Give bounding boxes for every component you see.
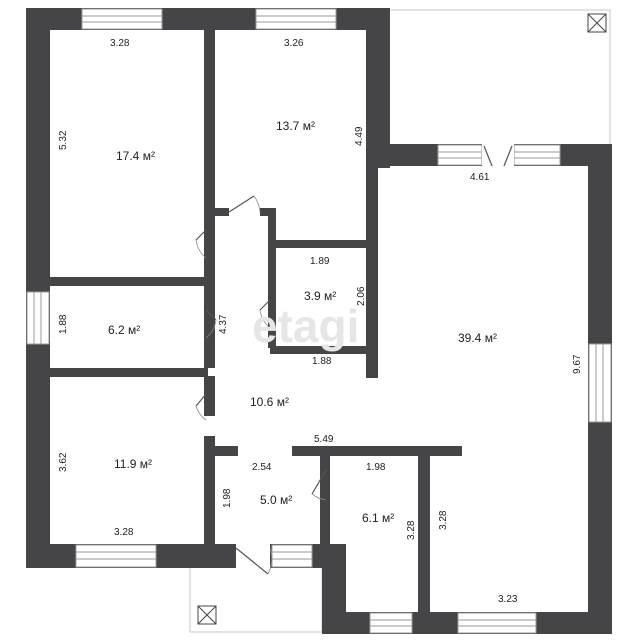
door — [195, 393, 207, 421]
dimension-label: 3.23 — [498, 594, 518, 605]
window — [255, 8, 337, 30]
dimension-label: 9.67 — [572, 354, 583, 374]
room-area-label: 10.6 м² — [250, 395, 289, 409]
window — [588, 343, 612, 423]
door — [235, 547, 273, 575]
room-area-label: 5.0 м² — [260, 493, 292, 507]
door — [311, 469, 327, 501]
dimension-label: 3.28 — [406, 520, 417, 540]
room-area-label: 17.4 м² — [116, 149, 155, 163]
window — [457, 612, 537, 634]
dimension-label: 3.28 — [114, 527, 134, 538]
ac-unit-icon — [587, 13, 607, 33]
dimension-label: 1.88 — [312, 356, 332, 367]
window — [369, 612, 413, 634]
door — [228, 195, 261, 213]
room-area-label: 6.1 м² — [362, 511, 394, 525]
dimension-label: 3.62 — [58, 452, 69, 472]
door — [195, 229, 207, 259]
entrance-opening — [236, 544, 270, 568]
balcony-door-opening — [482, 144, 514, 166]
interior-walls — [48, 28, 462, 616]
dimension-label: 5.32 — [58, 130, 69, 150]
dimension-label: 1.89 — [310, 256, 330, 267]
dimension-label: 5.49 — [314, 434, 334, 445]
terrace-top-right — [387, 9, 611, 147]
dimension-label: 1.88 — [58, 314, 69, 334]
window — [81, 8, 163, 30]
window — [513, 144, 561, 166]
window — [437, 144, 483, 166]
dimension-label: 4.37 — [218, 314, 229, 334]
room-area-label: 13.7 м² — [276, 119, 315, 133]
ac-unit-icon — [197, 605, 217, 625]
watermark-text: etagi — [252, 300, 359, 352]
dimension-label: 1.98 — [366, 462, 386, 473]
dimension-label: 3.28 — [438, 510, 449, 530]
window — [26, 291, 50, 345]
door — [259, 299, 271, 329]
dimension-label: 3.28 — [110, 38, 130, 49]
room-area-label: 3.9 м² — [304, 289, 336, 303]
dimension-label: 2.54 — [252, 462, 272, 473]
room-area-label: 6.2 м² — [108, 323, 140, 337]
dimension-label: 4.49 — [354, 126, 365, 146]
room-area-label: 11.9 м² — [114, 457, 152, 471]
room-area-label: 39.4 м² — [458, 331, 497, 345]
window — [75, 544, 157, 568]
dimension-label: 4.61 — [470, 172, 490, 183]
door — [205, 309, 217, 339]
dimension-label: 1.98 — [222, 488, 233, 508]
dimension-label: 3.26 — [284, 38, 304, 49]
window — [271, 544, 313, 568]
dimension-label: 2.06 — [356, 286, 367, 306]
door — [483, 145, 513, 167]
